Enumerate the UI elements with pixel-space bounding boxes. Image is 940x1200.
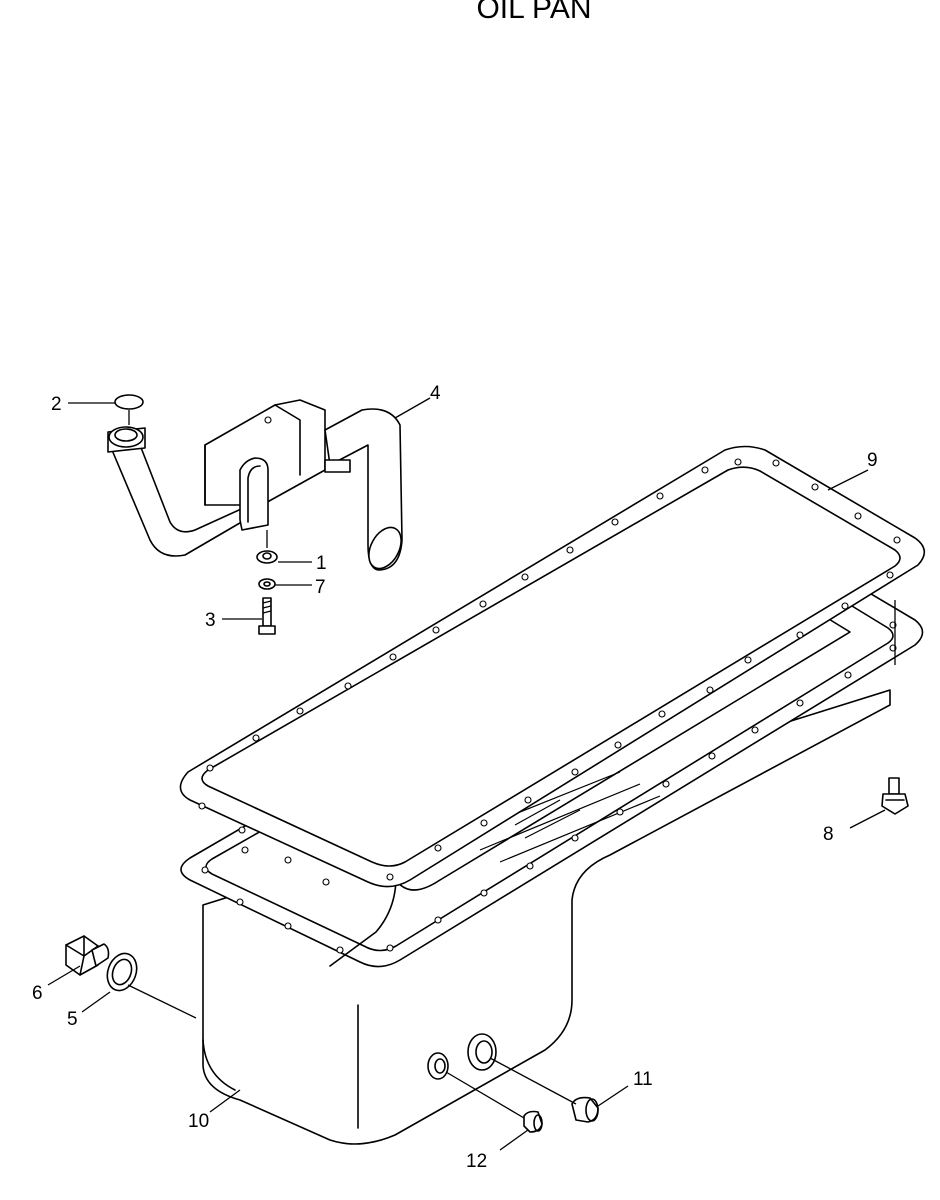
bolt (258, 597, 276, 635)
plug-large (571, 1096, 599, 1123)
o-ring (114, 394, 144, 410)
drain-plug (65, 935, 110, 976)
callout-12: 12 (466, 1151, 487, 1172)
washer (256, 530, 278, 564)
diagram-title: OIL PAN (476, 0, 591, 25)
callout-8: 8 (823, 824, 834, 845)
plug-small (523, 1110, 543, 1133)
leader-lines (47, 397, 886, 1151)
callout-11: 11 (633, 1069, 653, 1090)
drain-plug-gasket (106, 952, 138, 992)
callout-6: 6 (32, 983, 43, 1004)
stud-bolt (881, 777, 909, 815)
callout-2: 2 (51, 394, 62, 415)
callout-5: 5 (67, 1009, 78, 1030)
callout-4: 4 (430, 383, 441, 404)
callout-1: 1 (316, 553, 327, 574)
suction-pipe-inlet (368, 526, 402, 570)
gasket-holes (198, 458, 901, 886)
callout-3: 3 (205, 610, 216, 631)
lock-washer (258, 578, 276, 590)
oil-pan-gasket (179, 445, 926, 888)
callout-9: 9 (867, 450, 878, 471)
callout-7: 7 (315, 577, 326, 598)
callout-10: 10 (188, 1111, 209, 1132)
suction-pipe (107, 399, 403, 571)
